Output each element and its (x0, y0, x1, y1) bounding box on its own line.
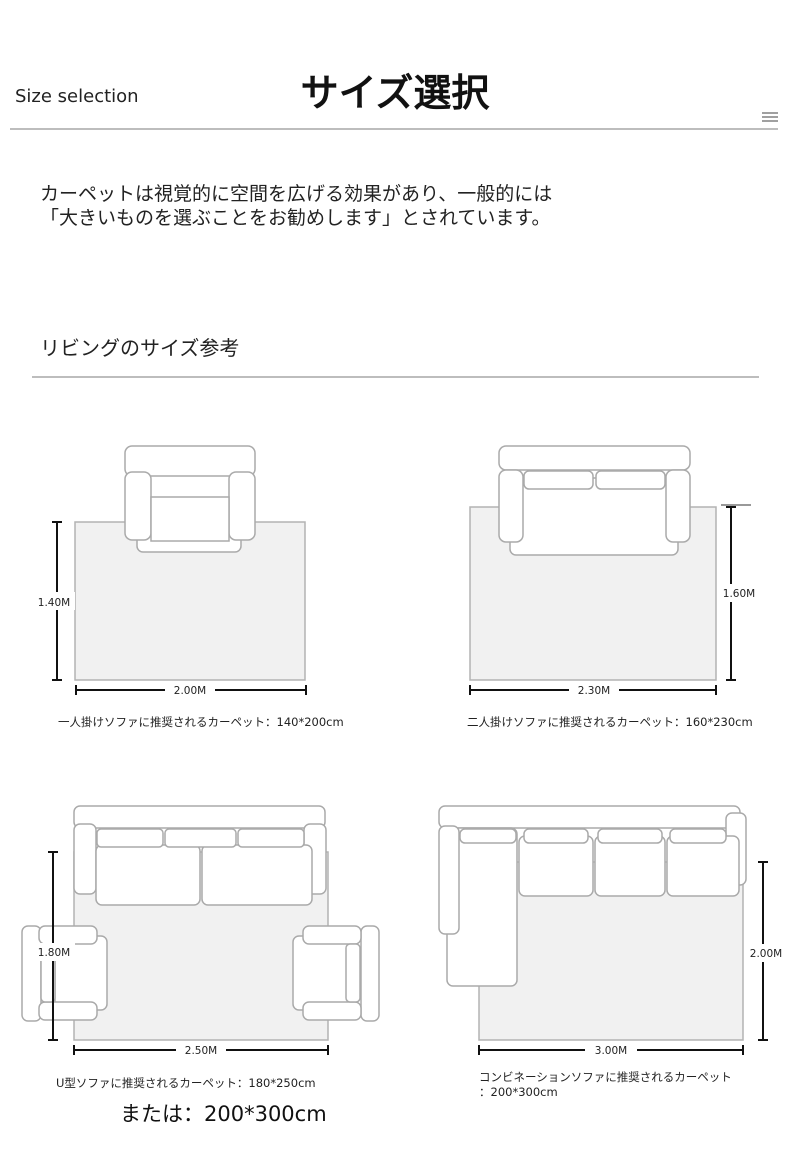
armchair-icon (124, 445, 256, 553)
intro-line-2: 「大きいものを選ぶことをお勧めします」とされています。 (40, 207, 551, 229)
page-title: サイズ選択 (300, 71, 490, 115)
left-armchair-icon (21, 925, 108, 1022)
diagram-two-seat-sofa (469, 445, 763, 699)
intro-line-1: カーペットは視覚的に空間を広げる効果があり、一般的には (40, 183, 553, 205)
sectional-sofa-icon (438, 805, 747, 987)
three-seat-sofa-icon (73, 805, 327, 906)
diagram3-height-label: 1.80M (38, 947, 70, 959)
diagram2-height-label: 1.60M (723, 588, 755, 600)
caption-two-seat-sofa: 二人掛けソファに推奨されるカーペット：160*230cm (467, 715, 753, 729)
diagram1-height-label: 1.40M (38, 597, 70, 609)
right-armchair-icon (292, 925, 380, 1022)
diagram-u-sofa (21, 805, 380, 1059)
diagram1-width-label: 2.00M (174, 685, 206, 697)
title-divider (10, 128, 778, 130)
section-heading: リビングのサイズ参考 (40, 336, 240, 360)
caption-combination-sofa-line2: ：200*300cm (479, 1085, 558, 1099)
alternative-size: または：200*300cm (120, 1102, 327, 1126)
section-divider (32, 376, 759, 378)
caption-u-sofa: U型ソファに推奨されるカーペット：180*250cm (56, 1076, 316, 1090)
caption-single-sofa: 一人掛けソファに推奨されるカーペット：140*200cm (58, 715, 344, 729)
diagram-combination-sofa (438, 805, 790, 1059)
english-title: Size selection (15, 86, 139, 107)
caption-combination-sofa-line1: コンビネーションソファに推奨されるカーペット (479, 1070, 732, 1084)
diagram4-width-label: 3.00M (595, 1045, 627, 1057)
diagram2-width-label: 2.30M (578, 685, 610, 697)
menu-lines-icon (762, 112, 778, 124)
diagram3-width-label: 2.50M (185, 1045, 217, 1057)
diagram-single-sofa (33, 445, 307, 699)
two-seat-sofa-icon (498, 445, 691, 556)
diagram4-height-label: 2.00M (750, 948, 782, 960)
